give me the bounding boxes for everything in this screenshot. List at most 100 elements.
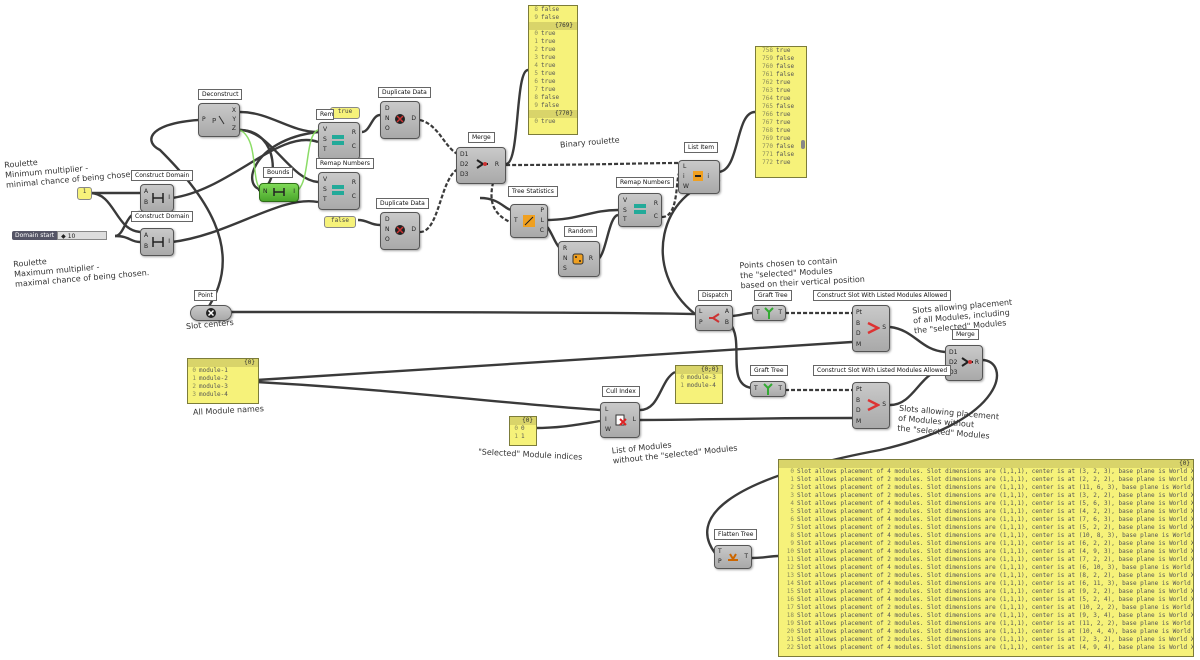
row-value: Slot allows placement of 2 modules. Slot… xyxy=(797,492,1194,499)
row-index: 7 xyxy=(790,524,794,531)
dispatch-label: Dispatch xyxy=(698,290,733,301)
construct-slot-label-1: Construct Slot With Listed Modules Allow… xyxy=(813,290,952,301)
number-input-one[interactable]: 1 xyxy=(77,187,92,200)
row-value: Slot allows placement of 2 modules. Slot… xyxy=(797,620,1194,627)
row-index: 771 xyxy=(762,151,773,158)
row-index: 761 xyxy=(762,71,773,78)
row-index: 21 xyxy=(786,636,794,643)
row-index: 770 xyxy=(762,143,773,150)
row-value: false xyxy=(776,143,795,150)
remap-icon xyxy=(332,135,344,145)
row-value: true xyxy=(776,79,791,86)
row-index: 0 xyxy=(680,374,684,381)
wire xyxy=(361,113,381,134)
tree-wire xyxy=(419,118,461,157)
row-index: 766 xyxy=(762,111,773,118)
tree-wire xyxy=(505,161,681,167)
wire xyxy=(256,380,601,412)
row-index: 769 xyxy=(762,135,773,142)
row-index: 0 xyxy=(514,425,518,432)
point-component[interactable] xyxy=(190,305,232,321)
row-value: Slot allows placement of 4 modules. Slot… xyxy=(797,532,1194,539)
panel-scrollbar[interactable] xyxy=(801,140,805,149)
merge-icon xyxy=(961,357,973,367)
slider-track[interactable]: ◆ 10 xyxy=(57,231,108,240)
row-value: Slot allows placement of 4 modules. Slot… xyxy=(797,516,1194,523)
row-value: true xyxy=(776,47,791,54)
panel-path-header: {769} xyxy=(529,22,577,30)
row-index: 2 xyxy=(192,383,196,390)
row-index: 767 xyxy=(762,119,773,126)
wire xyxy=(639,416,853,422)
panel-path-header: {0} xyxy=(510,417,536,425)
row-index: 4 xyxy=(534,62,538,69)
bounds-label: Bounds xyxy=(263,167,294,178)
row-index: 1 xyxy=(790,476,794,483)
true-toggle[interactable]: true xyxy=(330,107,360,119)
row-index: 772 xyxy=(762,159,773,166)
domain-start-slider[interactable]: Domain start◆ 10 xyxy=(12,231,114,240)
row-index: 8 xyxy=(790,532,794,539)
duplicate-icon xyxy=(395,114,405,124)
row-index: 7 xyxy=(534,86,538,93)
row-index: 1 xyxy=(192,375,196,382)
wire xyxy=(751,554,779,560)
row-index: 762 xyxy=(762,79,773,86)
wire xyxy=(505,68,529,166)
row-value: false xyxy=(541,14,560,21)
cull-index-icon xyxy=(615,414,627,426)
row-value: Slot allows placement of 2 modules. Slot… xyxy=(797,604,1194,611)
row-value: false xyxy=(776,63,795,70)
row-value: Slot allows placement of 2 modules. Slot… xyxy=(797,524,1194,531)
dispatch-icon xyxy=(709,313,720,323)
merge-icon xyxy=(476,159,488,169)
row-value: true xyxy=(776,119,791,126)
slider-label: Domain start xyxy=(12,231,58,240)
deconstruct-label: Deconstruct xyxy=(198,89,243,100)
false-toggle[interactable]: false xyxy=(324,216,356,228)
row-index: 763 xyxy=(762,87,773,94)
